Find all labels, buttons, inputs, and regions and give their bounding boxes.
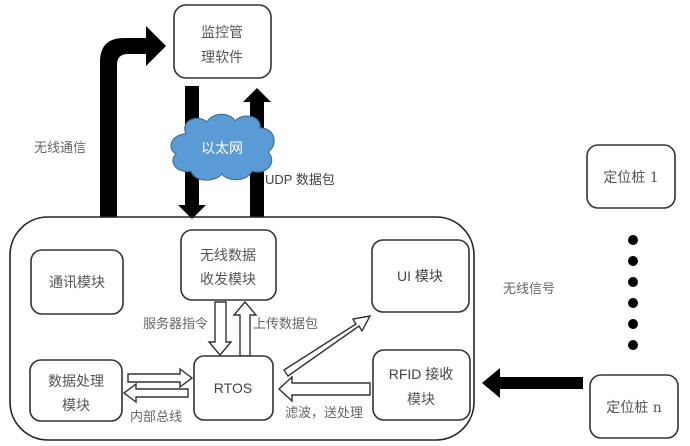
monitor-software-box: 监控管 理软件 [173,4,272,79]
anchor-1-label: 定位桩 1 [603,169,658,186]
dot [628,235,638,245]
comm-module-label: 通讯模块 [49,275,105,291]
rfid-module-line-1: RFID 接收 [389,366,454,382]
ui-module-box: UI 模块 [371,239,470,313]
bus-arrow-right [127,367,194,389]
bus-arrow-left [122,382,189,404]
server-cmd-label: 服务器指令 [143,316,208,332]
wireless-module-line-1: 无线数据 [200,248,256,264]
dot [628,298,638,308]
rtos-to-ui-arrow [283,315,372,377]
data-module-line-2: 模块 [62,398,90,414]
wireless-module-line-2: 收发模块 [200,272,256,288]
data-module-line-1: 数据处理 [48,374,104,390]
anchor-n-box: 定位桩 n [589,374,679,439]
comm-module-box: 通讯模块 [30,249,124,315]
rtos-box: RTOS [193,355,274,421]
monitor-line-1: 监控管 [201,25,243,41]
dot [628,277,638,287]
anchor-n-label: 定位桩 n [606,399,661,416]
ethernet-label: 以太网 [201,141,243,157]
data-processing-box: 数据处理 模块 [29,359,123,422]
ellipsis-dots [628,235,638,350]
server-cmd-arrow [207,301,233,357]
internal-bus-label: 内部总线 [130,409,182,425]
ethernet-cloud: 以太网 [170,113,275,181]
wireless-signal-label: 无线信号 [503,282,555,297]
rfid-to-rtos-arrow [277,375,371,403]
udp-label: UDP 数据包 [265,172,335,187]
upload-arrow [232,300,258,357]
anchor-1-box: 定位桩 1 [586,144,676,209]
rfid-module-box: RFID 接收 模块 [372,349,471,421]
upload-label: 上传数据包 [253,317,318,332]
rtos-label: RTOS [214,380,252,396]
wireless-signal-arrow [482,368,583,398]
wireless-comm-label: 无线通信 [34,141,86,156]
rfid-module-line-2: 模块 [407,392,435,408]
dot [628,256,638,266]
monitor-line-2: 理软件 [201,50,243,66]
device-container [9,216,475,441]
wireless-transceiver-box: 无线数据 收发模块 [180,229,277,301]
dot [628,340,638,350]
wireless-comm-arrow [100,26,166,217]
dot [628,319,638,329]
ui-module-label: UI 模块 [397,268,443,284]
filter-label: 滤波，送处理 [285,406,363,421]
